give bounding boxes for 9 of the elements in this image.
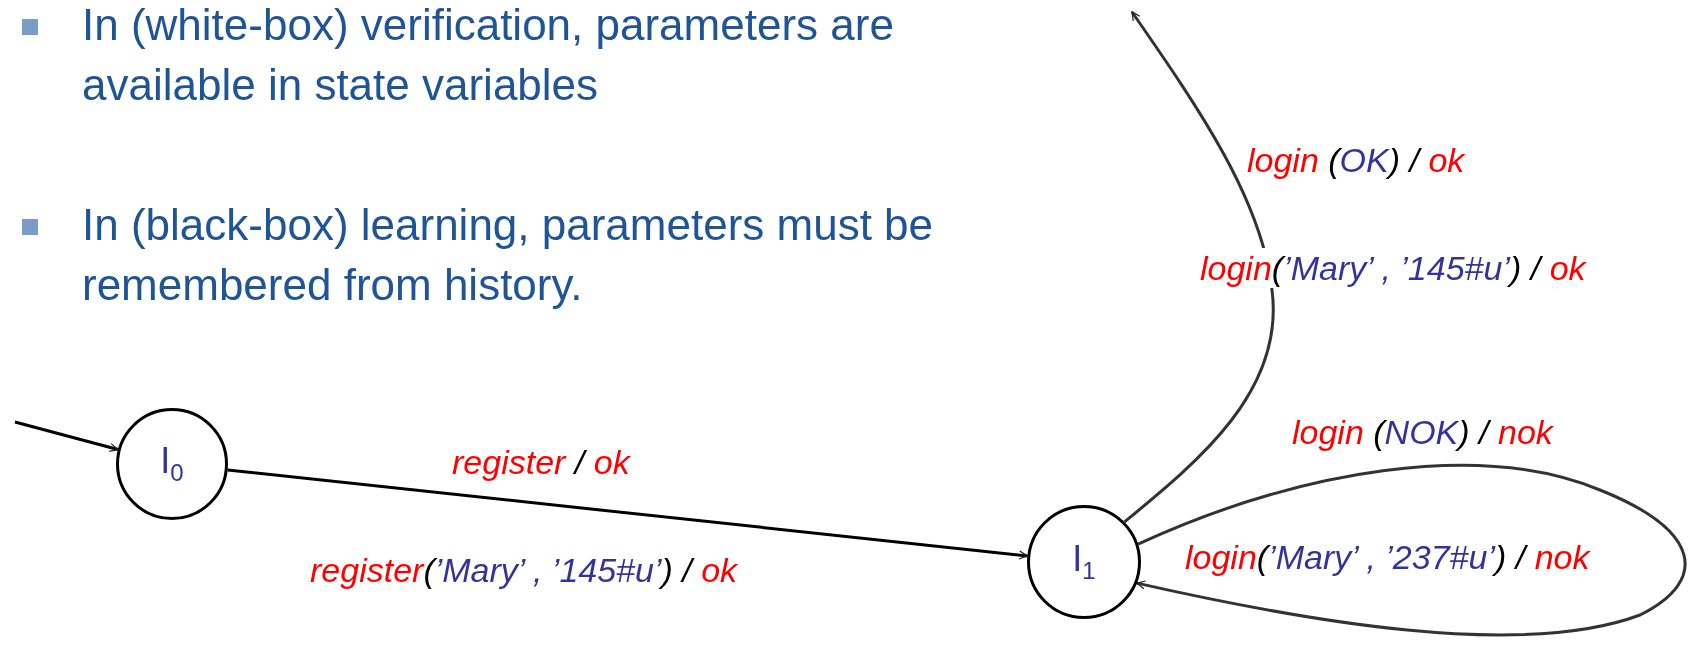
transition-arrow [1136,463,1687,637]
transition-arrow [1123,11,1275,524]
state-label: I$_{1}$ [1072,538,1096,586]
state-label: I$_{0}$ [160,440,184,488]
transition-label: login(’Mary’ , ’145#u’) / ok [1198,248,1588,288]
transition-arrow [14,420,119,452]
bullet-text: In (white-box) verification, parameters are available in state variables [82,0,895,111]
transition-arrow [227,468,1028,560]
bullet-text: In (black-box) learning, parameters must be remembered from history. [82,199,935,311]
